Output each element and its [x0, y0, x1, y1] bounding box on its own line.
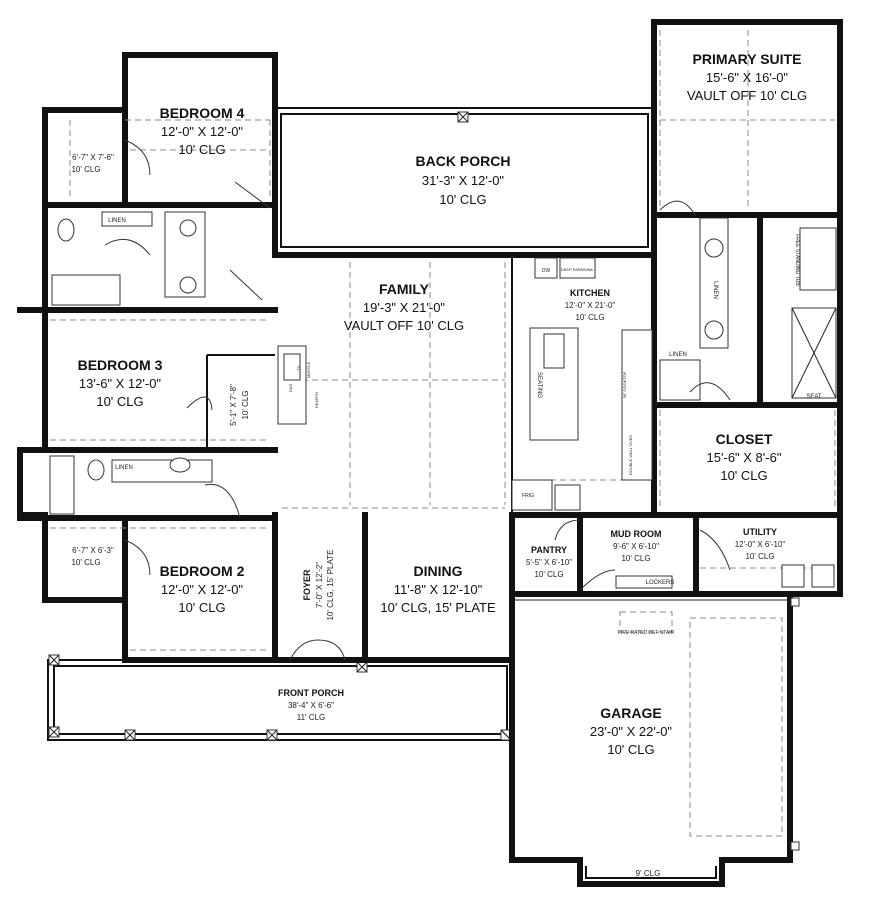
- utility-name: UTILITY: [743, 527, 777, 537]
- bed4-closet-dims: 6'-7" X 7'-6": [72, 153, 114, 162]
- fire-rated-stair-label: FIRE RATED DEF STAIR: [618, 630, 675, 636]
- bedroom3-name: BEDROOM 3: [78, 357, 163, 373]
- dining-dims: 11'-8" X 12'-10": [394, 582, 483, 597]
- garage-dims: 23'-0" X 22'-0": [590, 724, 673, 739]
- family-clg: VAULT OFF 10' CLG: [344, 318, 464, 333]
- garage-door-clg-label: 9' CLG: [636, 869, 661, 878]
- seat-label: SEAT: [806, 394, 822, 400]
- front-porch-clg: 11' CLG: [297, 713, 326, 722]
- walls: [17, 19, 843, 663]
- room-family: FAMILY 19'-3" X 21'-0" VAULT OFF 10' CLG: [344, 281, 464, 333]
- room-closet: CLOSET 15'-6" X 8'-6" 10' CLG: [707, 431, 782, 483]
- room-kitchen: KITCHEN 12'-0" X 21'-0" 10' CLG: [565, 288, 616, 322]
- family-dims: 19'-3" X 21'-0": [363, 300, 446, 315]
- room-foyer: FOYER 7'-0" X 12'-2" 10' CLG, 15' PLATE: [302, 550, 335, 621]
- pantry-dims: 5'-5" X 6'-10": [526, 558, 572, 567]
- kitchen-clg: 10' CLG: [575, 313, 604, 322]
- gas-label: GAS: [288, 383, 293, 392]
- primary-suite-dims: 15'-6" X 16'-0": [706, 70, 789, 85]
- front-porch-name: FRONT PORCH: [278, 688, 344, 698]
- kitchen-dims: 12'-0" X 21'-0": [565, 301, 616, 310]
- pantry-clg: 10' CLG: [534, 570, 563, 579]
- foyer-dims: 7'-0" X 12'-2": [315, 562, 324, 608]
- primary-suite-name: PRIMARY SUITE: [693, 51, 802, 67]
- room-utility: UTILITY 12'-0" X 6'-10" 10' CLG: [735, 527, 786, 561]
- lockers-label: LOCKERS: [646, 580, 675, 586]
- room-front-porch: FRONT PORCH 38'-4" X 6'-6" 11' CLG: [278, 688, 344, 722]
- closet-clg: 10' CLG: [720, 468, 767, 483]
- bedroom3-clg: 10' CLG: [96, 394, 143, 409]
- back-porch-name: BACK PORCH: [416, 153, 511, 169]
- mud-room-clg: 10' CLG: [621, 554, 650, 563]
- bed2-closet-clg: 10' CLG: [71, 558, 100, 567]
- farmsink-label: DEEP FARMSINK: [561, 267, 594, 272]
- bed4-closet-clg: 10' CLG: [71, 165, 100, 174]
- bedroom4-name: BEDROOM 4: [160, 105, 245, 121]
- back-porch-dims: 31'-3" X 12'-0": [422, 173, 505, 188]
- mantle-label: MANTLE: [306, 362, 311, 379]
- kitchen-name: KITCHEN: [570, 288, 610, 298]
- room-back-porch: BACK PORCH 31'-3" X 12'-0" 10' CLG: [416, 153, 511, 207]
- tv-label: TV: [296, 365, 301, 370]
- double-wall-oven-label: DOUBLE WALL OVEN: [628, 435, 633, 476]
- linen-label-vanity: LINEN: [712, 281, 718, 299]
- room-bedroom4: BEDROOM 4 12'-0" X 12'-0" 10' CLG: [160, 105, 245, 157]
- bedroom4-clg: 10' CLG: [178, 142, 225, 157]
- foyer-clg: 10' CLG, 15' PLATE: [326, 550, 335, 621]
- room-bedroom3: BEDROOM 3 13'-6" X 12'-0" 10' CLG: [78, 357, 163, 409]
- doors: [104, 139, 731, 661]
- room-garage: GARAGE 23'-0" X 22'-0" 10' CLG: [590, 705, 673, 757]
- bedroom4-dims: 12'-0" X 12'-0": [161, 124, 244, 139]
- frig-label: FRIG: [522, 493, 534, 499]
- pantry-name: PANTRY: [531, 545, 567, 555]
- linen-label-primary: LINEN: [669, 352, 687, 358]
- room-dining: DINING 11'-8" X 12'-10" 10' CLG, 15' PLA…: [380, 563, 496, 615]
- bedroom2-clg: 10' CLG: [178, 600, 225, 615]
- room-pantry: PANTRY 5'-5" X 6'-10" 10' CLG: [526, 545, 572, 579]
- front-porch-dims: 38'-4" X 6'-6": [288, 701, 334, 710]
- cooktop-label: 36" COOKTOP: [622, 371, 627, 398]
- bedroom2-dims: 12'-0" X 12'-0": [161, 582, 244, 597]
- bedroom2-name: BEDROOM 2: [160, 563, 245, 579]
- dining-clg: 10' CLG, 15' PLATE: [380, 600, 496, 615]
- ceiling-lines: [50, 30, 836, 651]
- fixture-labels: LINEN LINEN LINEN LINEN SEATING DW DEEP …: [108, 218, 822, 878]
- small-closet-labels: 6'-7" X 7'-6" 10' CLG 6'-7" X 6'-3" 10' …: [71, 153, 250, 567]
- fixtures: [49, 211, 837, 589]
- dining-name: DINING: [414, 563, 463, 579]
- mud-room-name: MUD ROOM: [611, 529, 662, 539]
- dw-label: DW: [542, 268, 551, 274]
- family-name: FAMILY: [379, 281, 430, 297]
- garage-name: GARAGE: [600, 705, 661, 721]
- closet-dims: 15'-6" X 8'-6": [707, 450, 782, 465]
- bed3-closet-clg: 10' CLG: [241, 390, 250, 419]
- hearth-label: HEARTH: [314, 392, 319, 408]
- mud-room-dims: 9'-6" X 6'-10": [613, 542, 659, 551]
- seating-label: SEATING: [536, 372, 542, 398]
- room-mud-room: MUD ROOM 9'-6" X 6'-10" 10' CLG: [611, 529, 662, 563]
- closet-name: CLOSET: [716, 431, 773, 447]
- linen-label-bed2: LINEN: [115, 465, 133, 471]
- bed2-closet-dims: 6'-7" X 6'-3": [72, 546, 114, 555]
- utility-dims: 12'-0" X 6'-10": [735, 540, 786, 549]
- garage-clg: 10' CLG: [607, 742, 654, 757]
- primary-suite-clg: VAULT OFF 10' CLG: [687, 88, 807, 103]
- free-standing-tub-label: FREE STANDING TUB: [794, 234, 800, 286]
- linen-label-bed4: LINEN: [108, 218, 126, 224]
- bed3-closet-dims: 5'-1" X 7'-8": [229, 384, 238, 426]
- foyer-name: FOYER: [302, 569, 312, 601]
- garage-outline: [509, 591, 800, 887]
- room-bedroom2: BEDROOM 2 12'-0" X 12'-0" 10' CLG: [160, 563, 245, 615]
- bedroom3-dims: 13'-6" X 12'-0": [79, 376, 162, 391]
- utility-clg: 10' CLG: [745, 552, 774, 561]
- back-porch-clg: 10' CLG: [439, 192, 486, 207]
- room-primary-suite: PRIMARY SUITE 15'-6" X 16'-0" VAULT OFF …: [687, 51, 807, 103]
